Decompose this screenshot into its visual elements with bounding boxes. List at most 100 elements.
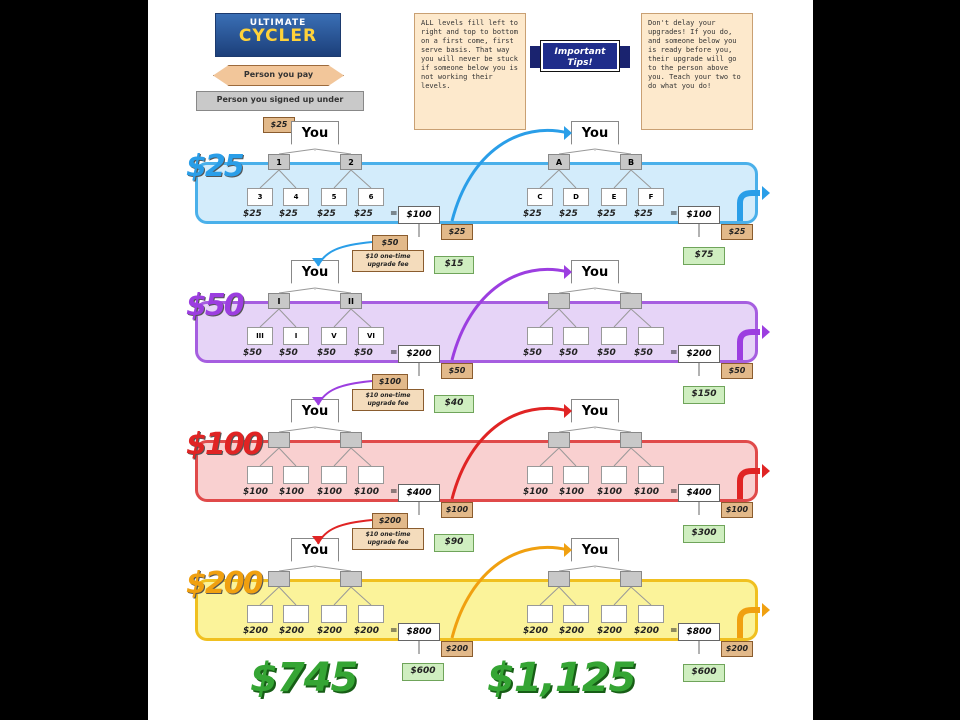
left-tier2-leaf [283, 466, 309, 484]
right-tier2-leaf: E [601, 188, 627, 206]
left-leaf-amount: $100 [317, 487, 343, 497]
left-equals: = [390, 626, 398, 636]
left-pass-amount: $50 [441, 363, 473, 379]
right-leaf-amount: $200 [523, 626, 549, 636]
right-pass-amount: $100 [721, 502, 753, 518]
right-tier2-leaf [638, 605, 664, 623]
left-level-total: $200 [398, 345, 440, 363]
left-equals: = [390, 487, 398, 497]
left-leaf-amount: $200 [243, 626, 269, 636]
left-tier2-leaf: VI [358, 327, 384, 345]
right-tier1-node [620, 571, 642, 587]
right-tier2-leaf: C [527, 188, 553, 206]
right-tier1-node [548, 432, 570, 448]
logo-line1: ULTIMATE [249, 18, 307, 28]
left-tier2-leaf: I [283, 327, 309, 345]
right-tier1-node [620, 432, 642, 448]
left-leaf-amount: $200 [354, 626, 380, 636]
right-equals: = [670, 487, 678, 497]
right-pass-amount: $25 [721, 224, 753, 240]
right-leaf-amount: $50 [597, 348, 616, 358]
upgrade-fee-note: $10 one-time upgrade fee [352, 389, 424, 411]
left-leaf-amount: $200 [279, 626, 305, 636]
left-leaf-amount: $50 [279, 348, 298, 358]
right-level-total: $100 [678, 206, 720, 224]
left-leaf-amount: $100 [279, 487, 305, 497]
right-equals: = [670, 348, 678, 358]
right-keep-amount: $600 [683, 664, 725, 682]
left-tier2-leaf [247, 605, 273, 623]
left-tier2-leaf [321, 605, 347, 623]
left-leaf-amount: $25 [354, 209, 373, 219]
right-equals: = [670, 626, 678, 636]
left-leaf-amount: $100 [243, 487, 269, 497]
right-tier2-leaf [527, 605, 553, 623]
right-tier2-leaf [601, 327, 627, 345]
right-leaf-amount: $50 [634, 348, 653, 358]
right-leaf-amount: $50 [523, 348, 542, 358]
left-tier2-leaf [283, 605, 309, 623]
left-leaf-amount: $50 [354, 348, 373, 358]
right-tier2-leaf [563, 605, 589, 623]
left-keep-amount: $90 [434, 534, 474, 552]
right-tier1-node [548, 293, 570, 309]
upgrade-pay-amount: $50 [372, 235, 408, 251]
right-leaf-amount: $200 [597, 626, 623, 636]
right-level-total: $400 [678, 484, 720, 502]
left-tier2-leaf: 4 [283, 188, 309, 206]
level-amount-label: $200 [186, 566, 263, 601]
right-leaf-amount: $25 [634, 209, 653, 219]
left-leaf-amount: $100 [354, 487, 380, 497]
left-keep-amount: $40 [434, 395, 474, 413]
upgrade-fee-note: $10 one-time upgrade fee [352, 528, 424, 550]
right-tier2-leaf [527, 466, 553, 484]
left-tier2-leaf: 3 [247, 188, 273, 206]
left-tier1-node: II [340, 293, 362, 309]
left-tier1-node [340, 571, 362, 587]
upgrade-pay-amount: $100 [372, 374, 408, 390]
right-level-total: $200 [678, 345, 720, 363]
left-tier2-leaf [358, 605, 384, 623]
right-tier2-leaf [638, 466, 664, 484]
upgrade-fee-note: $10 one-time upgrade fee [352, 250, 424, 272]
left-keep-amount: $600 [402, 663, 444, 681]
left-level-total: $800 [398, 623, 440, 641]
right-tier2-leaf [527, 327, 553, 345]
left-leaf-amount: $50 [243, 348, 262, 358]
right-pass-amount: $200 [721, 641, 753, 657]
left-tier1-node [340, 432, 362, 448]
left-equals: = [390, 209, 398, 219]
left-tier2-leaf: V [321, 327, 347, 345]
right-leaf-amount: $200 [559, 626, 585, 636]
right-leaf-amount: $25 [559, 209, 578, 219]
left-level-total: $400 [398, 484, 440, 502]
left-tier2-leaf: III [247, 327, 273, 345]
right-keep-amount: $150 [683, 386, 725, 404]
right-tier2-leaf [563, 327, 589, 345]
left-pass-amount: $100 [441, 502, 473, 518]
right-tier1-node [620, 293, 642, 309]
left-tier1-node: I [268, 293, 290, 309]
right-pass-amount: $50 [721, 363, 753, 379]
right-tier2-leaf [601, 605, 627, 623]
person-signed-up-under-label: Person you signed up under [196, 91, 364, 111]
left-tier1-node: 1 [268, 154, 290, 170]
person-you-pay-label: Person you pay [213, 65, 344, 86]
left-leaf-amount: $200 [317, 626, 343, 636]
right-tier2-leaf [638, 327, 664, 345]
right-leaf-amount: $100 [559, 487, 585, 497]
left-tier2-leaf: 5 [321, 188, 347, 206]
tip-left: ALL levels fill left to right and top to… [414, 13, 526, 130]
right-tier2-leaf: F [638, 188, 664, 206]
right-leaf-amount: $200 [634, 626, 660, 636]
left-level-total: $100 [398, 206, 440, 224]
left-tier2-leaf [358, 466, 384, 484]
left-leaf-amount: $25 [243, 209, 262, 219]
right-leaf-amount: $50 [559, 348, 578, 358]
logo-line2: CYCLER [238, 26, 318, 46]
banner-ribbon-left [530, 46, 544, 68]
ultimate-cycler-logo: ULTIMATE CYCLER [215, 13, 341, 57]
level-amount-label: $50 [186, 288, 245, 323]
total-left: $745 [250, 655, 358, 701]
right-leaf-amount: $25 [597, 209, 616, 219]
